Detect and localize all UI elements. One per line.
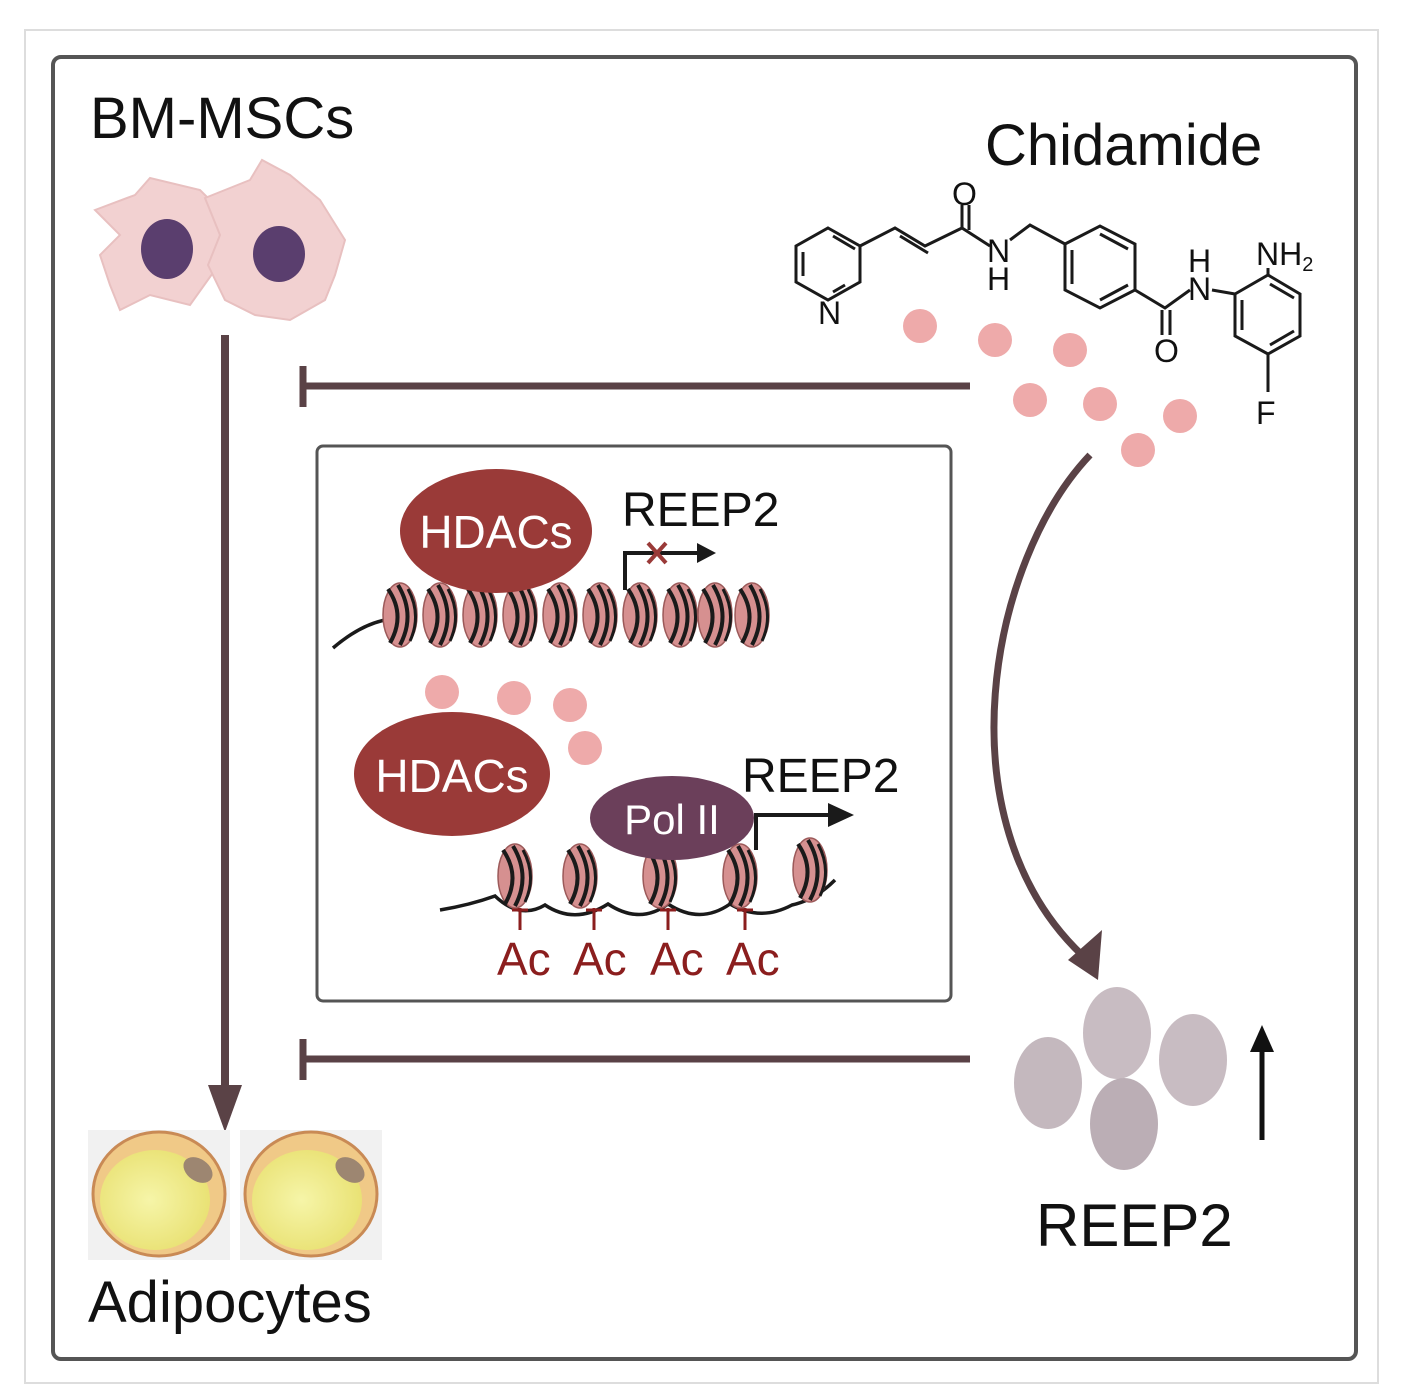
pol-ii-label: Pol II <box>624 796 720 843</box>
increase-arrowhead <box>1250 1025 1274 1052</box>
blocked-transcription-arrow <box>623 541 716 590</box>
acetyl-mark-4: Ac <box>726 933 780 985</box>
chidamide-label: Chidamide <box>985 113 1262 178</box>
hdac-top-label: HDACs <box>419 506 572 558</box>
outer-border <box>24 29 1379 1384</box>
chem-atom-n-amide2: N <box>1188 271 1211 307</box>
chem-atom-h-amide2: H <box>1188 243 1211 279</box>
chidamide-structure <box>794 205 1302 392</box>
adipocytes-illustration <box>88 1130 382 1260</box>
acetyl-mark-2: Ac <box>573 933 627 985</box>
pol-ii-enzyme <box>590 776 754 860</box>
adipocytes-label: Adipocytes <box>88 1270 372 1335</box>
chem-atom-n-pyridine: N <box>818 295 841 331</box>
reep2-bottom-gene-label: REEP2 <box>742 750 899 803</box>
upregulation-curved-arrow <box>990 452 1093 958</box>
differentiation-arrowhead <box>208 1085 242 1132</box>
chidamide-molecule-dots <box>903 309 1197 467</box>
condensed-chromatin <box>331 581 771 650</box>
main-frame <box>51 55 1358 1361</box>
chem-atom-h-amide1: H <box>987 261 1010 297</box>
chidamide-inhibition-line <box>299 366 970 407</box>
acetyl-mark-1: Ac <box>497 933 551 985</box>
reep2-top-gene-label: REEP2 <box>622 484 779 537</box>
bm-mscs-label: BM-MSCs <box>90 86 354 151</box>
chem-atom-f: F <box>1256 395 1276 431</box>
inset-chidamide-dots <box>425 675 602 765</box>
chem-atom-nh2: NH2 <box>1256 236 1313 276</box>
chem-atom-n-amide1: N <box>987 233 1010 269</box>
acetyl-mark-3: Ac <box>650 933 704 985</box>
hdac-bottom-enzyme <box>354 712 550 836</box>
chem-atom-o2: O <box>1154 333 1179 369</box>
reep2-label: REEP2 <box>1036 1192 1233 1259</box>
hdac-top-enzyme <box>400 469 592 593</box>
bm-msc-cells-illustration <box>93 158 347 322</box>
hdac-bottom-label: HDACs <box>375 750 528 802</box>
reep2-protein-cluster <box>1014 987 1227 1170</box>
open-chromatin <box>439 836 837 930</box>
chem-atom-o1: O <box>952 176 977 212</box>
upregulation-arrowhead <box>1068 930 1102 980</box>
reep2-inhibition-line <box>299 1039 970 1080</box>
active-transcription-arrow <box>754 803 854 850</box>
